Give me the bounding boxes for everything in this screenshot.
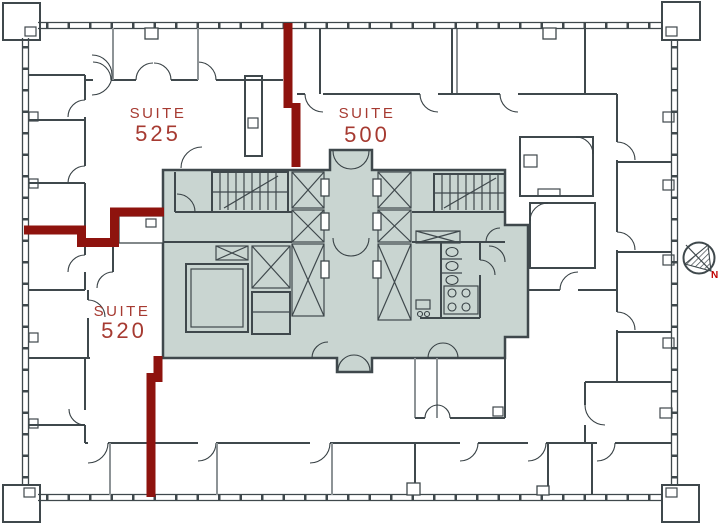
suite-525-number: 525 <box>135 121 181 146</box>
suite-520-number: 520 <box>101 318 147 343</box>
right-offices <box>616 94 675 382</box>
core-interior-walls <box>163 172 505 335</box>
demising-wall-bottom <box>146 356 163 497</box>
restrooms-icon <box>415 242 506 319</box>
suite-labels: SUITE 525 SUITE 500 SUITE 520 <box>94 105 396 343</box>
demising-wall-top <box>283 23 293 108</box>
demising-walls <box>24 23 301 497</box>
north-compass: N <box>682 241 718 281</box>
left-offices <box>28 54 114 443</box>
compass-north-label: N <box>711 270 718 281</box>
lobby-door-arcs <box>311 150 459 372</box>
elevator-jambs <box>320 178 382 279</box>
bottom-offices <box>85 442 672 496</box>
stairwell-right-icon <box>433 173 506 213</box>
demising-wall-left <box>24 207 164 247</box>
suite-500-label: SUITE <box>339 105 396 122</box>
suite-500-number: 500 <box>344 122 390 147</box>
suite-525-label: SUITE <box>130 105 187 122</box>
top-offices <box>85 27 617 169</box>
interior-rooms <box>414 136 673 443</box>
building-core <box>161 148 530 374</box>
elevator-bank-right-icon <box>377 171 412 321</box>
corner-columns <box>2 1 701 523</box>
suite-520-label: SUITE <box>94 303 151 320</box>
